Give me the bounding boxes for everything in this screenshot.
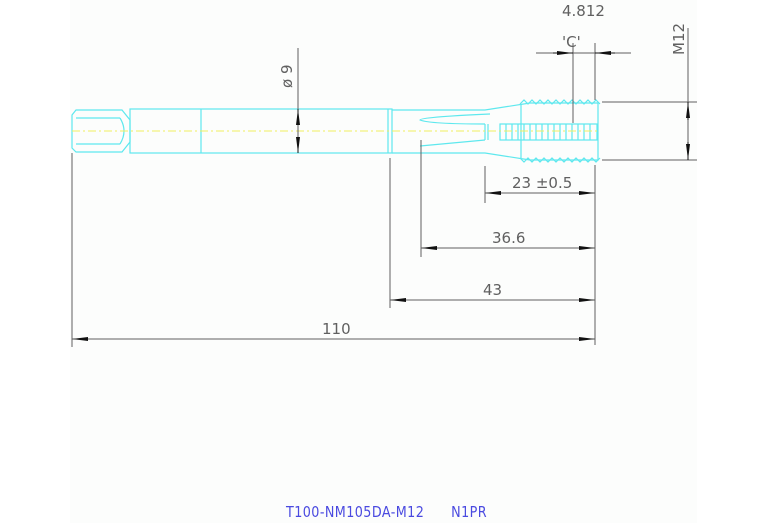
part-variant: N1PR bbox=[451, 503, 488, 521]
dim-thread-length: 23 ±0.5 bbox=[512, 174, 572, 192]
dim-flute-length: 43 bbox=[483, 281, 502, 299]
title-block: T100-NM105DA-M12 N1PR bbox=[286, 503, 487, 521]
dim-c-label: 'C' bbox=[562, 33, 581, 51]
part-number: T100-NM105DA-M12 bbox=[286, 503, 425, 521]
dim-c-value: 4.812 bbox=[562, 2, 605, 20]
dim-shank-diameter: ø 9 bbox=[278, 65, 296, 89]
tap-outline bbox=[71, 99, 601, 163]
dim-neck-length: 36.6 bbox=[492, 229, 525, 247]
dimension-lines bbox=[71, 28, 697, 347]
dim-overall-length: 110 bbox=[322, 320, 351, 338]
drawing-sheet bbox=[70, 0, 697, 523]
dim-thread-size: M12 bbox=[670, 23, 688, 55]
